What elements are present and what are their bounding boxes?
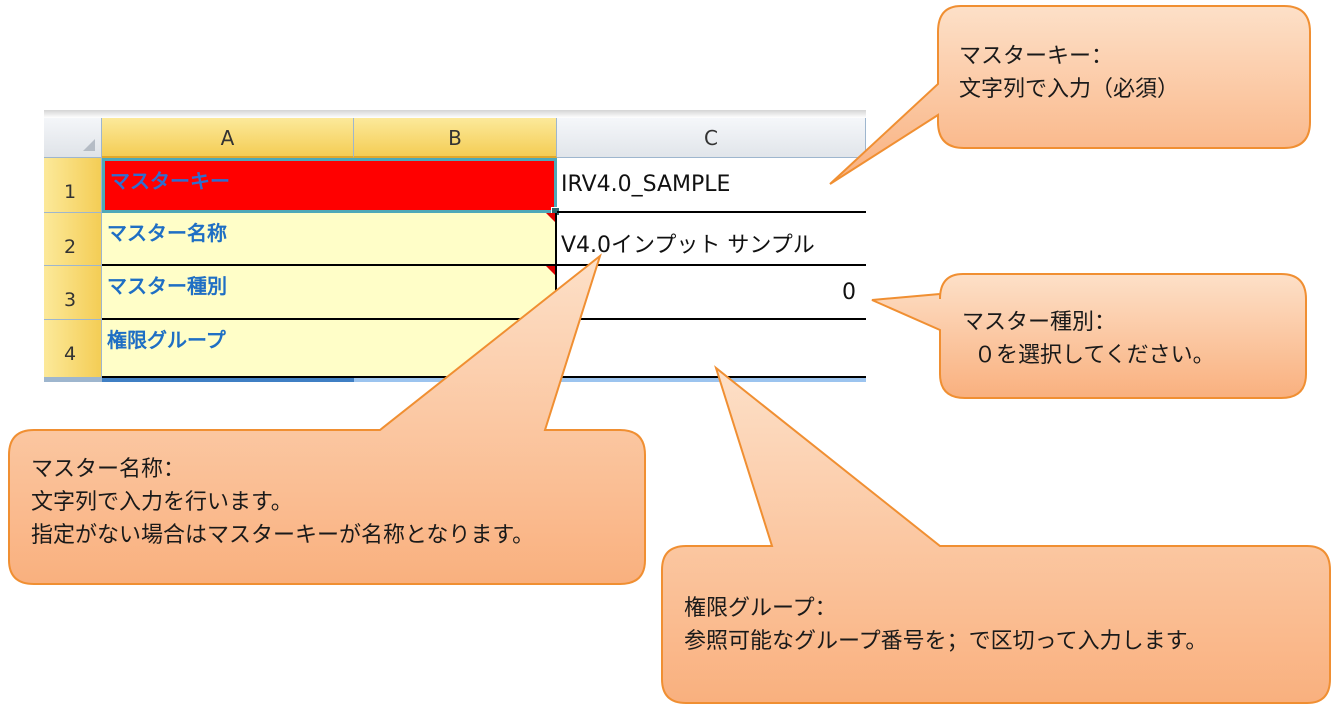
cell-c5-partial bbox=[557, 378, 866, 382]
callout-master-name-shape bbox=[8, 253, 646, 585]
callout-line: 参照可能なグループ番号を；で区切って入力します。 bbox=[684, 629, 1208, 654]
row-header-4[interactable]: 4 bbox=[44, 320, 102, 378]
select-all-triangle-icon bbox=[83, 139, 95, 151]
callout-line: 指定がない場合はマスターキーが名称となります。 bbox=[31, 523, 535, 548]
comment-indicator-icon bbox=[546, 213, 555, 222]
callout-master-name: マスター名称： 文字列で入力を行います。 指定がない場合はマスターキーが名称とな… bbox=[31, 453, 534, 552]
sheet-top-shadow bbox=[44, 110, 866, 118]
callout-master-key-shape bbox=[829, 5, 1311, 185]
cell-master-type-label[interactable]: マスター種別 bbox=[102, 266, 557, 320]
spreadsheet-grid: A B C 1 マスターキー IRV4.0_SAMPLE 2 マスター名称 V4… bbox=[44, 110, 866, 382]
cell-master-name-label[interactable]: マスター名称 bbox=[102, 213, 557, 266]
callout-master-type: マスター種別： ０を選択してください。 bbox=[962, 306, 1215, 372]
cell-label: マスター名称 bbox=[107, 221, 227, 245]
row-header-3[interactable]: 3 bbox=[44, 266, 102, 320]
callout-title: マスターキー： bbox=[959, 44, 1114, 69]
column-header-a[interactable]: A bbox=[102, 118, 354, 158]
comment-indicator-icon bbox=[546, 266, 555, 275]
callout-line: 文字列で入力を行います。 bbox=[31, 490, 293, 515]
cell-master-name-value[interactable]: V4.0インプット サンプル bbox=[557, 213, 866, 266]
callout-title: マスター種別： bbox=[962, 310, 1117, 335]
callout-line: 文字列で入力（必須） bbox=[959, 77, 1180, 102]
callout-auth-group-shape bbox=[661, 365, 1331, 704]
callout-auth-group: 権限グループ： 参照可能なグループ番号を；で区切って入力します。 bbox=[684, 592, 1207, 658]
callout-title: 権限グループ： bbox=[684, 596, 837, 621]
cell-label: マスターキー bbox=[110, 169, 230, 193]
callout-line: ０を選択してください。 bbox=[974, 343, 1215, 368]
callout-title: マスター名称： bbox=[31, 457, 186, 482]
cell-label: 権限グループ bbox=[107, 328, 226, 352]
cell-value: 0 bbox=[842, 280, 856, 305]
row-header-2[interactable]: 2 bbox=[44, 213, 102, 266]
cell-master-key-value[interactable]: IRV4.0_SAMPLE bbox=[557, 158, 866, 213]
column-header-c[interactable]: C bbox=[557, 118, 866, 158]
select-all-corner[interactable] bbox=[44, 118, 102, 158]
cell-master-key-label[interactable]: マスターキー bbox=[102, 158, 560, 216]
row-header-5-partial bbox=[44, 378, 102, 382]
cell-a5-partial bbox=[102, 378, 354, 382]
column-header-b[interactable]: B bbox=[354, 118, 557, 158]
cell-value: V4.0インプット サンプル bbox=[561, 233, 815, 258]
cell-value: IRV4.0_SAMPLE bbox=[561, 172, 731, 197]
cell-auth-group-value[interactable] bbox=[557, 320, 866, 378]
callout-master-key: マスターキー： 文字列で入力（必須） bbox=[959, 40, 1179, 106]
callout-master-type-shape bbox=[871, 273, 1307, 399]
cell-label: マスター種別 bbox=[107, 274, 227, 298]
cell-master-type-value[interactable]: 0 bbox=[557, 266, 866, 320]
row-header-1[interactable]: 1 bbox=[44, 158, 102, 213]
